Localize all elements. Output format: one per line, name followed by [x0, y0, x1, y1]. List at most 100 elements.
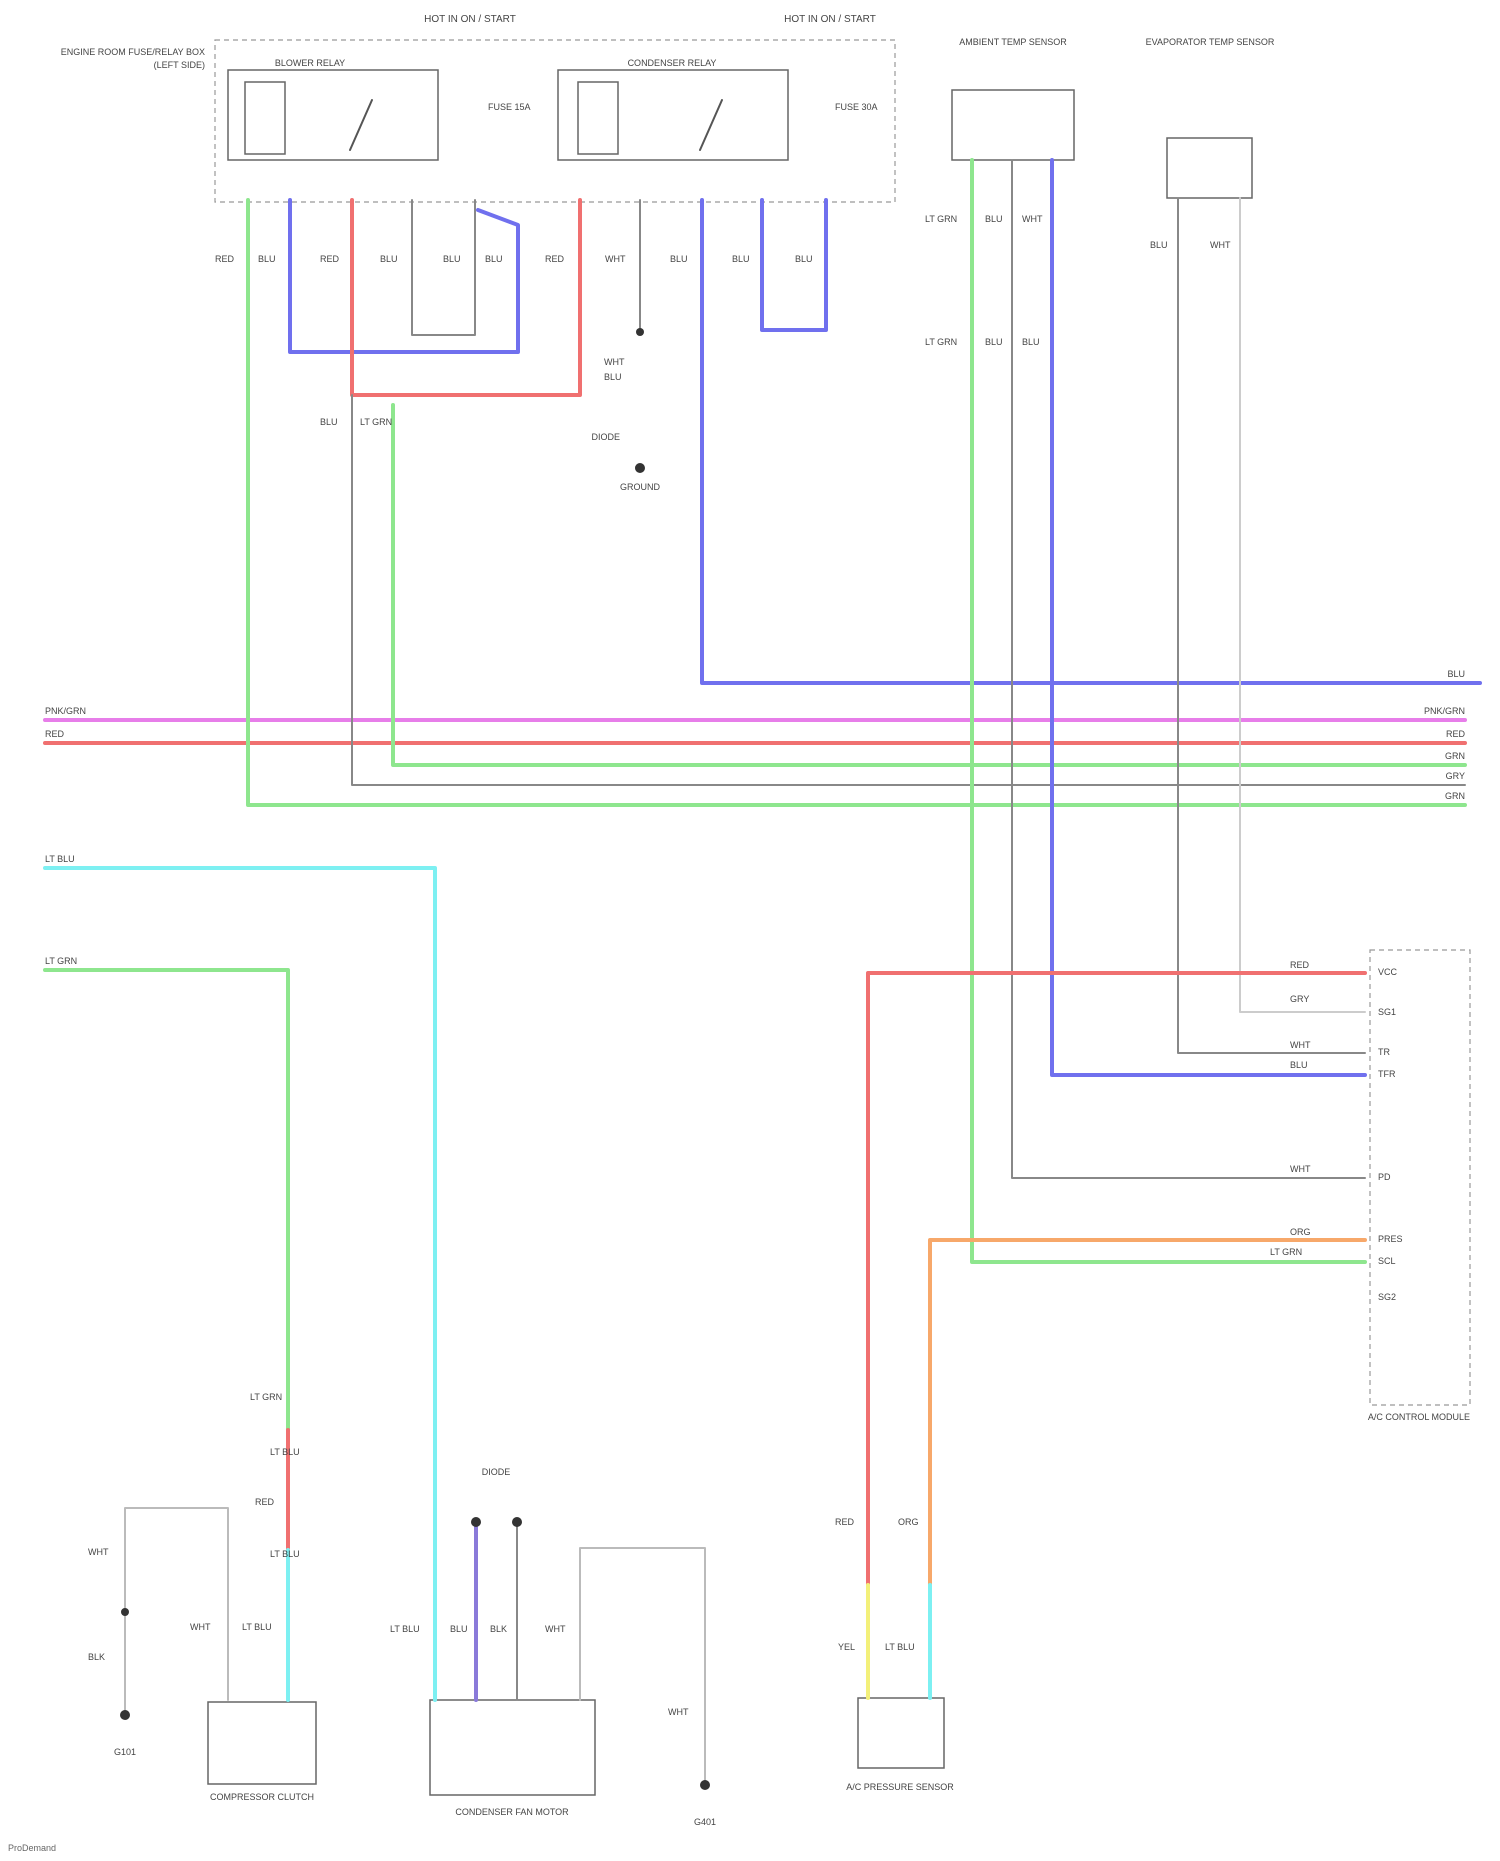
wire-label: LT BLU	[242, 1622, 272, 1632]
evap-sensor-box	[1167, 138, 1252, 198]
condenser-relay-box	[558, 70, 788, 160]
condenser-fan-label: CONDENSER FAN MOTOR	[455, 1807, 569, 1817]
wire-label: LT GRN	[925, 214, 957, 224]
bus-label: LT BLU	[45, 854, 75, 864]
wire-fan-ground	[580, 1548, 705, 1785]
wire-gray-loop	[412, 200, 475, 335]
wire-gray-sensor	[1012, 160, 1365, 1178]
wire-label: BLU	[443, 254, 461, 264]
wire-label: ORG	[898, 1517, 919, 1527]
diode-fan-label: DIODE	[482, 1467, 511, 1477]
fan-ground-point	[700, 1780, 710, 1790]
wire-label: WHT	[1022, 214, 1043, 224]
condenser-fan-box	[430, 1700, 595, 1795]
ground-point	[635, 463, 645, 473]
splice-dot	[636, 328, 644, 336]
wire-label: WHT	[604, 357, 625, 367]
wire-label: LT BLU	[270, 1447, 300, 1457]
wire-label: WHT	[605, 254, 626, 264]
condenser-relay-label: CONDENSER RELAY	[628, 58, 717, 68]
wire-label: BLU	[985, 337, 1003, 347]
wire-left-ground	[125, 1508, 228, 1710]
left-splice	[121, 1608, 129, 1616]
wire-label: WHT	[1290, 1164, 1311, 1174]
fuse-left-label: FUSE 15A	[488, 102, 531, 112]
pin-label: PD	[1378, 1172, 1391, 1182]
wire-label: BLU	[450, 1624, 468, 1634]
wire-green-sensor	[972, 160, 1365, 1262]
pin-label: TFR	[1378, 1069, 1396, 1079]
wire-label: YEL	[838, 1642, 855, 1652]
pin-label: TR	[1378, 1047, 1390, 1057]
pin-label: SCL	[1378, 1256, 1396, 1266]
bus-label: GRN	[1445, 751, 1465, 761]
pin-label: SG2	[1378, 1292, 1396, 1302]
bus-green-2	[248, 200, 1465, 805]
wire-label: RED	[215, 254, 235, 264]
fuse-box-label: ENGINE ROOM FUSE/RELAY BOX	[61, 47, 205, 57]
wire-label: LT BLU	[270, 1549, 300, 1559]
wire-gray-evap	[1178, 198, 1365, 1053]
pin-label: SG1	[1378, 1007, 1396, 1017]
wire-label: WHT	[88, 1547, 109, 1557]
wire-label: BLU	[604, 372, 622, 382]
wire-label: RED	[1290, 960, 1310, 970]
wire-label: RED	[255, 1497, 275, 1507]
wire-label: BLK	[88, 1652, 105, 1662]
left-ground-point	[120, 1710, 130, 1720]
wire-label: BLU	[985, 214, 1003, 224]
wire-red-relay	[352, 200, 580, 395]
bus-gray	[352, 395, 1465, 785]
wire-label: WHT	[190, 1622, 211, 1632]
wire-label: LT GRN	[250, 1392, 282, 1402]
pressure-sensor-box	[858, 1698, 944, 1768]
ac-control-label: A/C CONTROL MODULE	[1368, 1412, 1470, 1422]
bus-label: BLU	[1447, 669, 1465, 679]
hot-label-right: HOT IN ON / START	[784, 14, 876, 25]
wire-blue-sensor	[1052, 160, 1365, 1075]
fan-terminal-1	[471, 1517, 481, 1527]
bus-label: PNK/GRN	[45, 706, 86, 716]
blower-relay-label: BLOWER RELAY	[275, 58, 345, 68]
wire-label: LT GRN	[1270, 1247, 1302, 1257]
wire-label: BLU	[670, 254, 688, 264]
wire-label: WHT	[545, 1624, 566, 1634]
footer-brand: ProDemand	[8, 1843, 56, 1853]
wire-label: BLU	[795, 254, 813, 264]
wire-blue-small-loop	[762, 200, 826, 330]
compressor-clutch-box	[208, 1702, 316, 1784]
wire-label: RED	[835, 1517, 855, 1527]
fuse-right-label: FUSE 30A	[835, 102, 878, 112]
wire-lt-green	[45, 970, 288, 1430]
wire-label: BLU	[320, 417, 338, 427]
wire-label: LT GRN	[360, 417, 392, 427]
bus-label: RED	[45, 729, 65, 739]
relay-coil-left	[245, 82, 285, 154]
wire-label: LT BLU	[390, 1624, 420, 1634]
pin-label: VCC	[1378, 967, 1398, 977]
ambient-sensor-label: AMBIENT TEMP SENSOR	[959, 37, 1067, 47]
fuse-box-sub: (LEFT SIDE)	[154, 60, 205, 70]
wire-label: BLU	[1150, 240, 1168, 250]
wire-label: BLU	[1290, 1060, 1308, 1070]
ground-label: GROUND	[620, 482, 660, 492]
wire-orange-pressure	[930, 1240, 1365, 1585]
diode-label: DIODE	[591, 432, 620, 442]
fan-ground-label: G401	[694, 1817, 716, 1827]
blower-relay-box	[228, 70, 438, 160]
wire-label: BLU	[485, 254, 503, 264]
evap-sensor-label: EVAPORATOR TEMP SENSOR	[1146, 37, 1275, 47]
wire-label: WHT	[1290, 1040, 1311, 1050]
left-ground-label: G101	[114, 1747, 136, 1757]
compressor-clutch-label: COMPRESSOR CLUTCH	[210, 1792, 314, 1802]
pin-label: PRES	[1378, 1234, 1403, 1244]
bus-label: LT GRN	[45, 956, 77, 966]
wire-label: WHT	[668, 1707, 689, 1717]
wire-label: ORG	[1290, 1227, 1311, 1237]
wire-light-evap	[1240, 198, 1365, 1012]
wire-lt-blue	[45, 868, 435, 1700]
wire-label: BLU	[732, 254, 750, 264]
wire-label: BLK	[490, 1624, 507, 1634]
bus-label: PNK/GRN	[1424, 706, 1465, 716]
